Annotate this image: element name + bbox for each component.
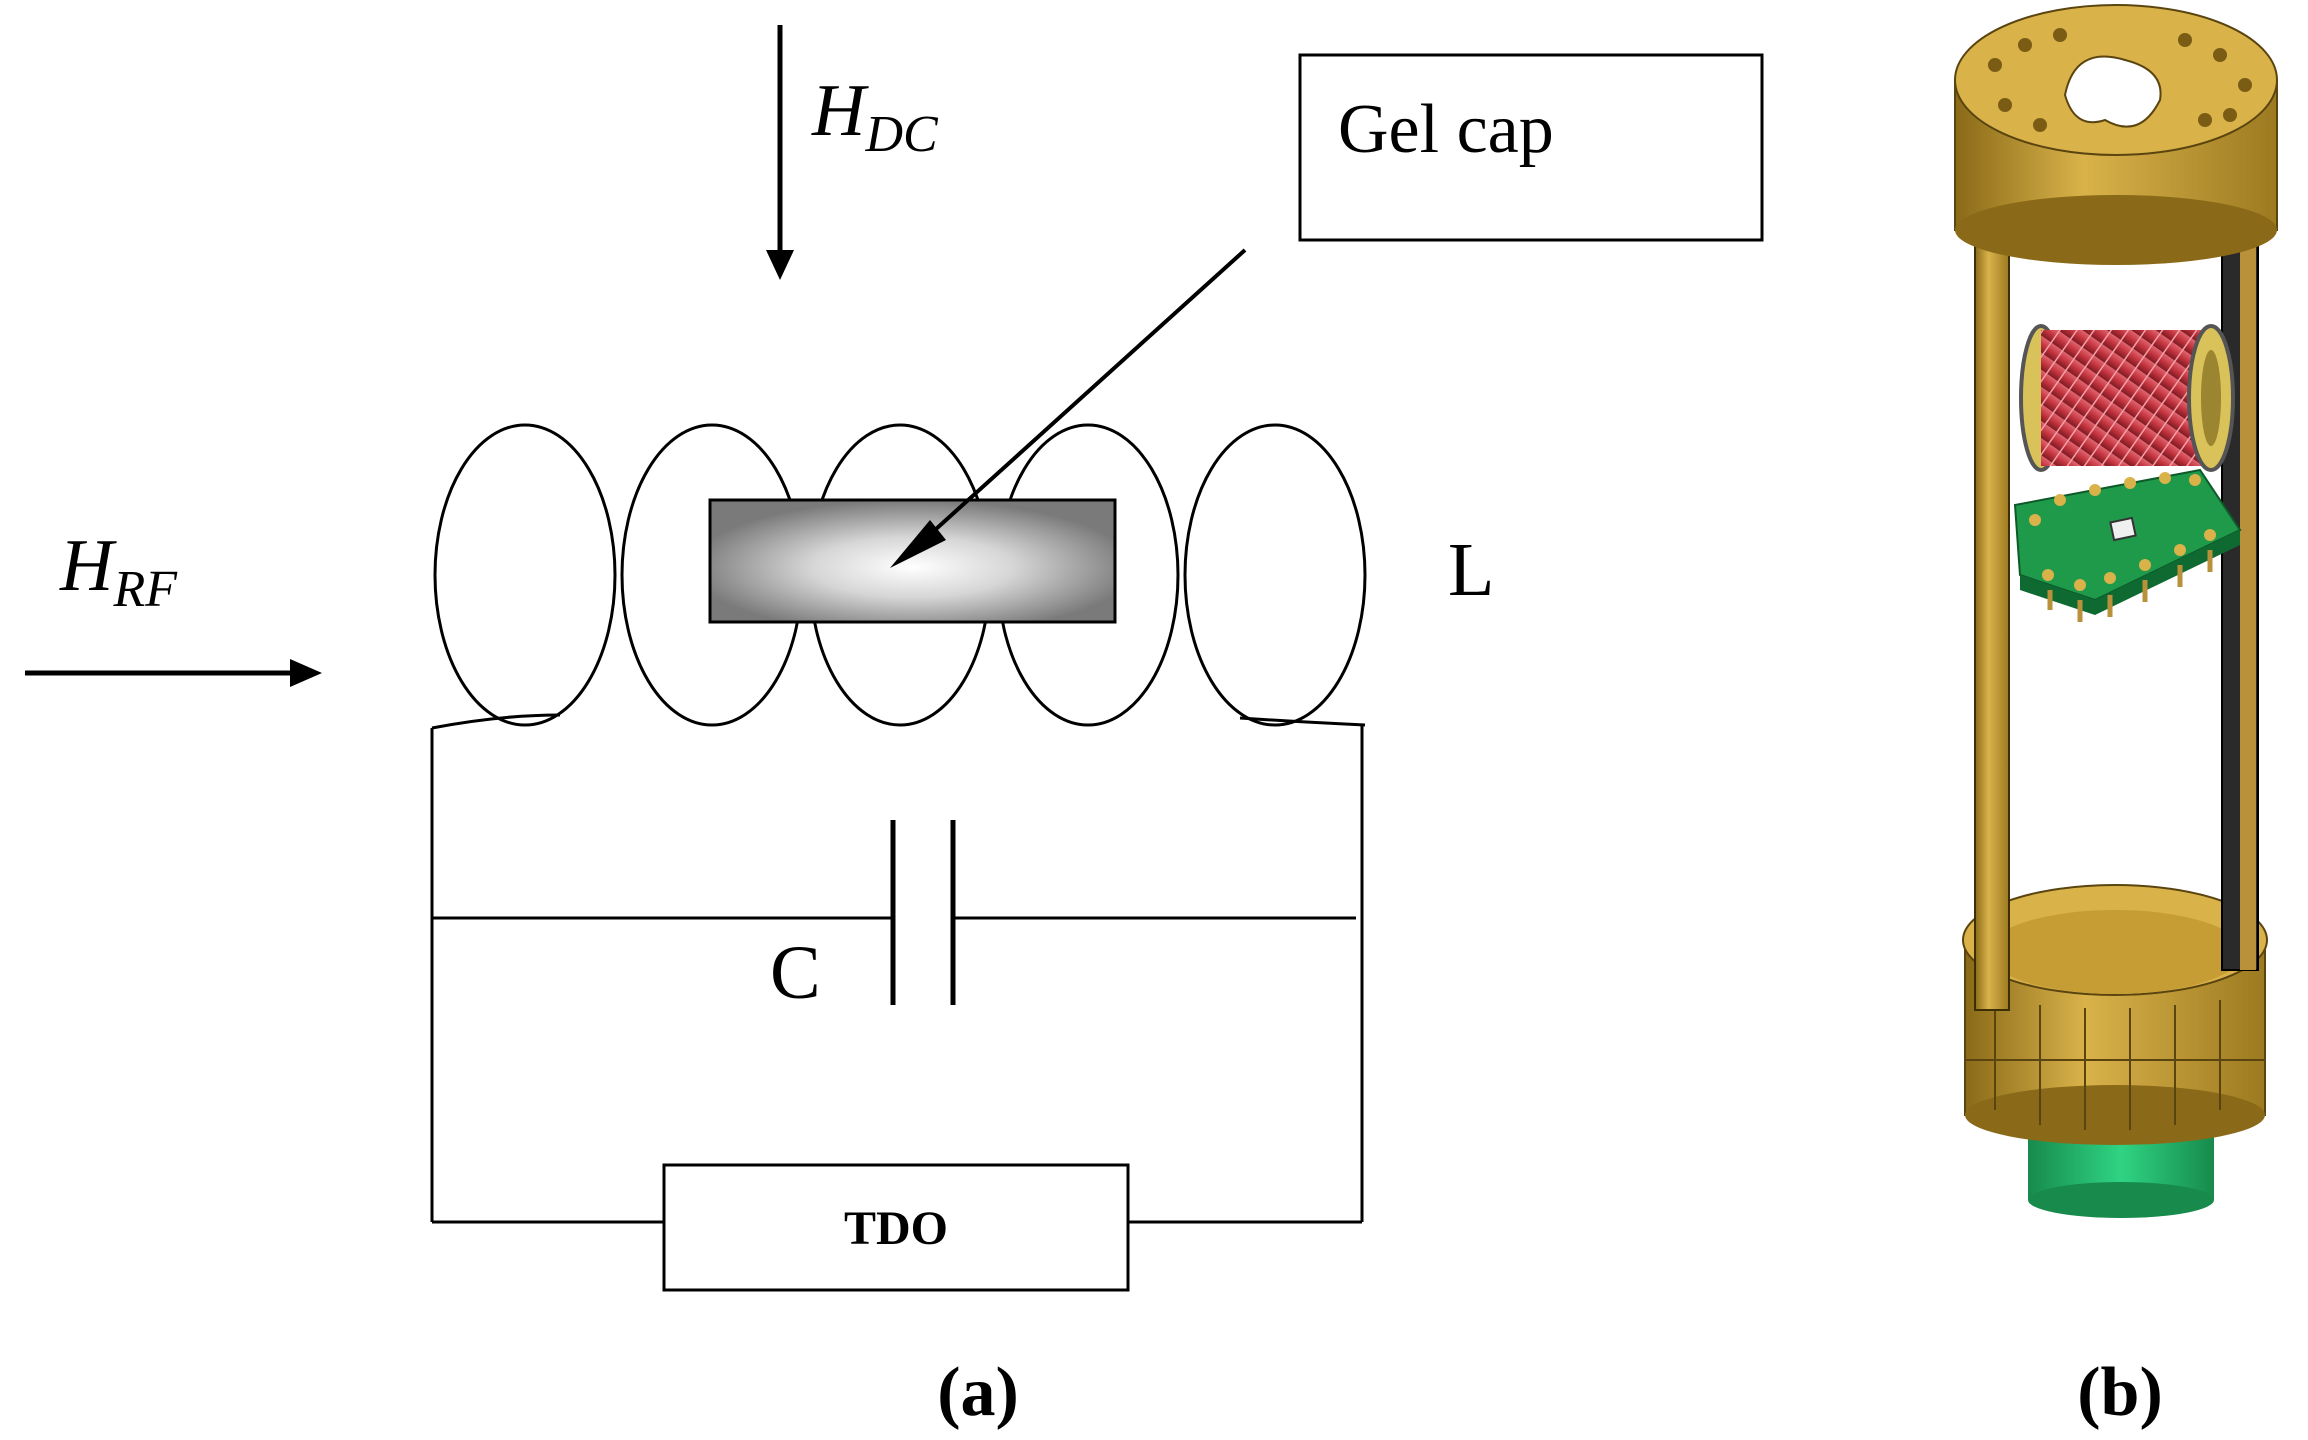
panel-a-tdo-circuit: HDC Gel cap HRF L	[25, 25, 1764, 1431]
coil-loop	[1183, 423, 1367, 727]
gel-cap-label: Gel cap	[1338, 91, 1554, 168]
panel-a-caption: (a)	[937, 1354, 1019, 1431]
tdo-box	[662, 1163, 1130, 1292]
lower-ring	[1962, 884, 2268, 1145]
capacitor	[890, 820, 956, 1005]
coil-lead-bottom	[431, 713, 1366, 730]
panel-b-caption: (b)	[2077, 1354, 2163, 1431]
coil-loop	[433, 423, 617, 727]
rf-coil	[2019, 324, 2235, 472]
top-ring	[1954, 4, 2278, 265]
gel-cap-label-box	[1298, 53, 1764, 242]
inductor-coil	[431, 423, 1367, 730]
h-rf-arrowhead	[290, 659, 322, 687]
gel-cap-pointer	[913, 248, 1247, 550]
h-rf-label: HRF	[59, 525, 178, 618]
gel-cap-sample	[708, 498, 1117, 624]
h-dc-label: HDC	[811, 70, 939, 163]
tdo-label: TDO	[844, 1202, 948, 1255]
frame-posts	[1974, 209, 2259, 1011]
inductor-label: L	[1448, 528, 1494, 612]
h-dc-arrowhead	[766, 250, 794, 280]
circuit-board	[2013, 468, 2242, 622]
panel-b-probe-render: (b)	[1954, 4, 2278, 1431]
capacitor-label: C	[770, 931, 821, 1015]
circuit-wires	[430, 726, 1364, 1224]
gel-cap-pointer-head	[890, 520, 946, 568]
top-cutout	[2063, 55, 2162, 128]
